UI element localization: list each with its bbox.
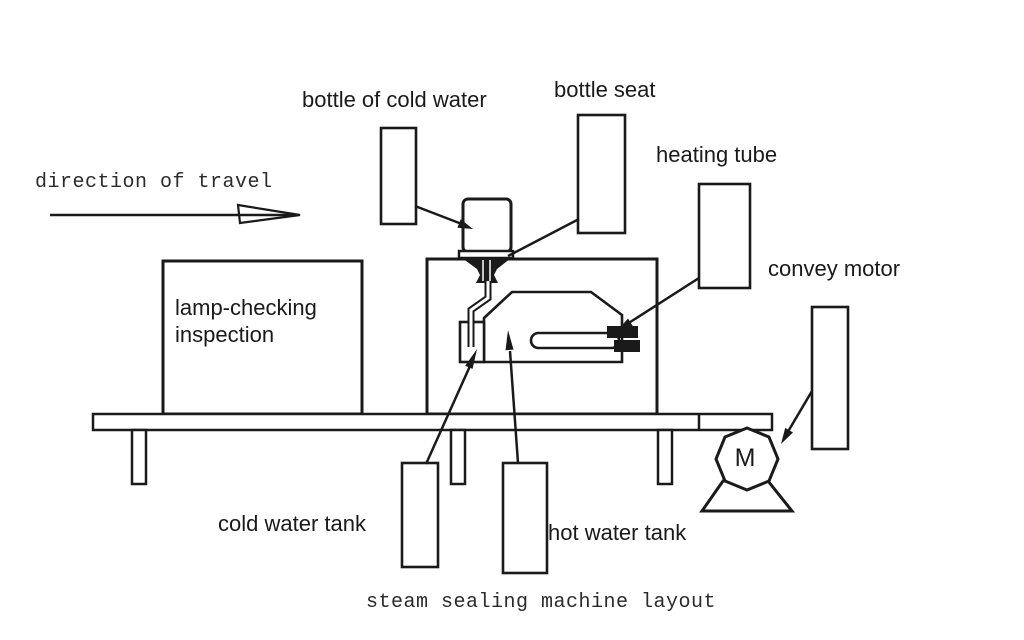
pointer-box-hot-water-tank [501,461,549,575]
pointer-box-heating-tube [697,182,752,290]
lamp-checking-box [161,259,364,416]
bottle-seat-funnel [462,258,511,283]
pointer-box-bottle-of-cold-water [379,126,418,226]
heating-tube-label: heating tube [656,142,778,167]
lamp-checking-label-line1: lamp-checking [175,295,317,320]
conveyor-table [91,412,774,432]
motor-symbol [714,426,780,492]
hot-water-chamber-shape [482,290,624,364]
feed-pipe-bore [469,281,490,347]
pointer-line-heating-tube [623,276,700,328]
arrowhead-bottle-icon [457,219,473,229]
bottle-of-cold-water-label: bottle of cold water [302,87,487,112]
heating-tube-terminal-top [607,326,638,338]
motor-letter: M [734,444,756,472]
hot-water-tank-label: hot water tank [548,520,687,545]
pointer-line-bottle-of-cold-water [414,204,468,228]
diagram-caption: steam sealing machine layout [366,591,717,614]
bottle-shape [461,197,513,254]
bottle-seat-label: bottle seat [554,77,656,102]
convey-motor-label: convey motor [768,256,901,281]
pointer-line-convey-motor [784,390,814,436]
direction-of-travel-label: direction of travel [35,171,273,194]
heating-tube-terminal-bottom [614,340,640,352]
pointer-line-cold-water-tank [424,365,472,465]
pointer-box-bottle-seat [576,113,627,235]
lamp-checking-label-line2: inspection [175,322,275,347]
pointer-box-convey-motor [810,305,850,451]
arrowhead-hot-water-tank-icon [505,330,514,351]
pointer-line-hot-water-tank [508,350,520,464]
cold-water-tank-label: cold water tank [218,511,366,536]
heating-tube-shape [529,331,621,350]
table-leg-middle [449,428,467,486]
pointer-line-bottle-seat [507,217,580,258]
arrowhead-cold-water-tank-icon [465,349,477,369]
arrowhead-convey-motor-icon [781,427,793,444]
arrowhead-heating-tube-icon [617,318,633,331]
table-leg-left [130,428,148,486]
pointer-box-cold-water-tank [400,461,440,569]
table-leg-right [656,428,674,486]
bottle-seat-flange [457,249,515,260]
